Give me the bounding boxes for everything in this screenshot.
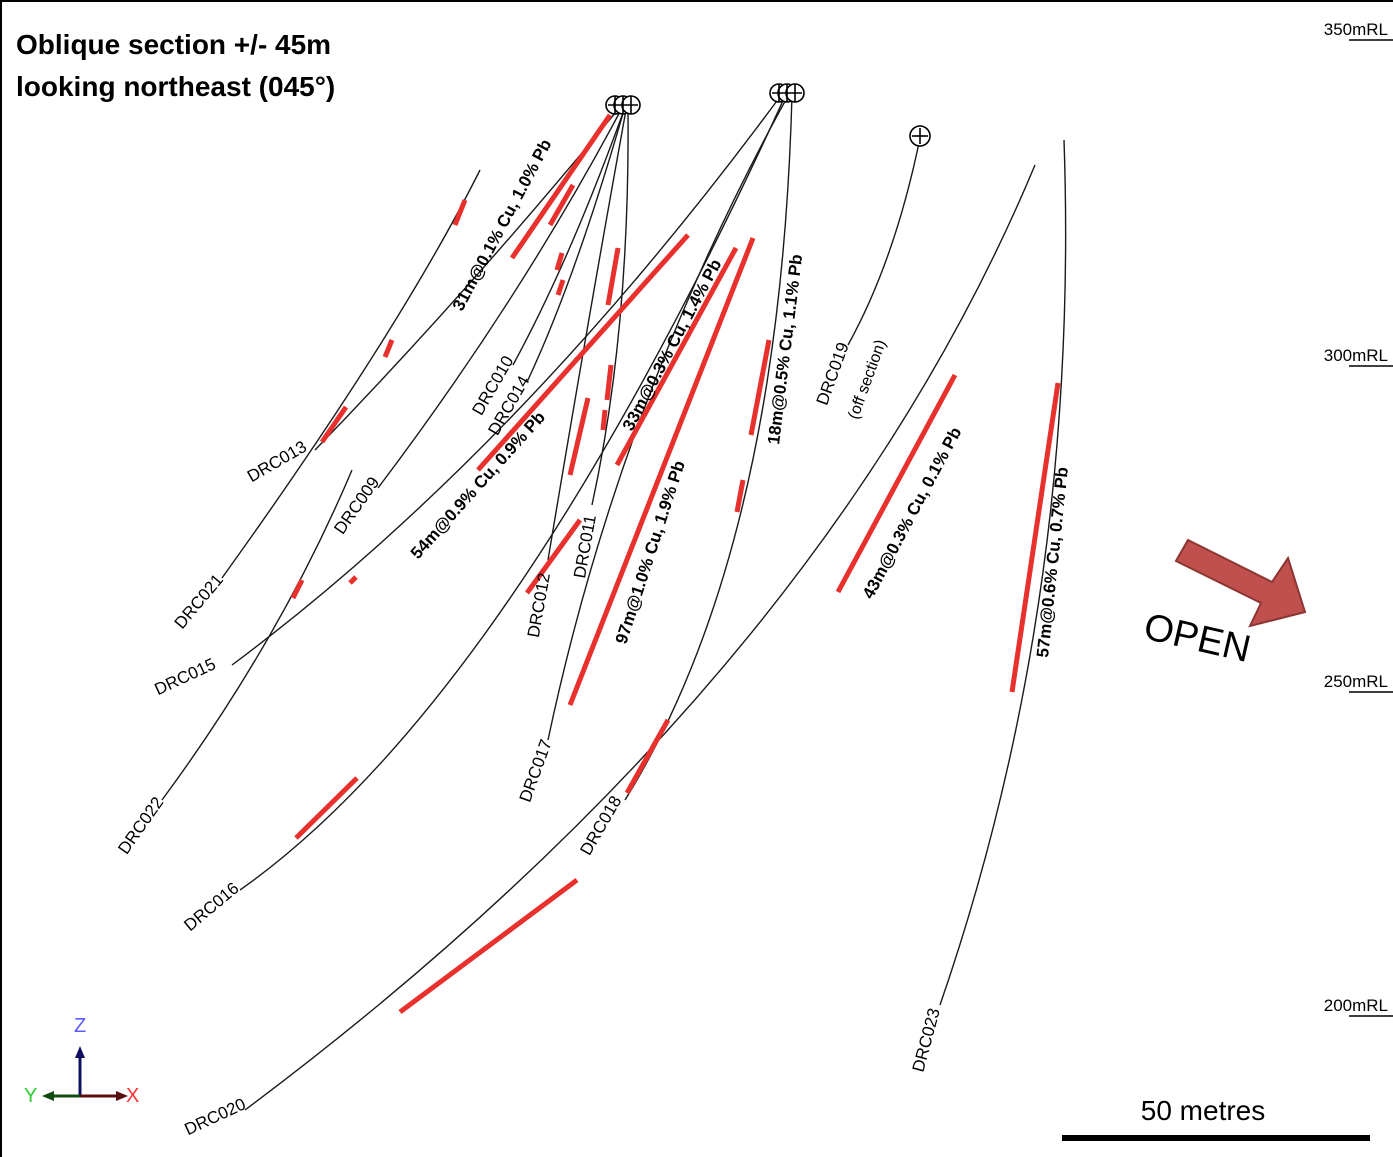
hole-label-drc017: DRC017	[516, 737, 556, 805]
trace-drc023	[939, 139, 1067, 1006]
hole-labels: DRC013 DRC021 DRC009 DRC015 DRC022 DRC01…	[114, 338, 944, 1140]
trace-drc011	[591, 109, 629, 506]
trace-drc019	[847, 137, 921, 346]
intercept-label-1: 31m@0.1% Cu, 1.0% Pb	[449, 136, 556, 314]
title-line-2: looking northeast (045°)	[16, 71, 336, 102]
intercept-drc015-a	[476, 233, 690, 472]
trace-drc009	[377, 107, 623, 489]
intercept-label-4: 97m@1.0% Cu, 1.9% Pb	[612, 458, 689, 646]
intercept-drc018-a	[748, 339, 772, 436]
intercept-drc013-a	[509, 113, 613, 260]
intercept-drc012-a	[605, 247, 621, 306]
intercept-drc010-a	[554, 252, 565, 271]
intercept-drc011-a	[604, 364, 614, 401]
trace-drc010	[512, 109, 625, 366]
hole-label-drc009: DRC009	[330, 473, 383, 537]
hole-label-drc023: DRC023	[909, 1006, 944, 1074]
intercept-drc021-a	[452, 199, 468, 226]
axis-y-label: Y	[24, 1085, 37, 1107]
intercept-drc015-b	[348, 575, 358, 585]
intercept-drc016-a	[614, 246, 739, 467]
intercept-drc018-b	[734, 479, 746, 513]
axis-z-label: Z	[74, 1015, 86, 1037]
intercepts	[290, 113, 1061, 1015]
intercept-drc009-a	[547, 183, 576, 227]
intercept-drc018-c	[624, 718, 671, 795]
intercept-drc022-a	[290, 578, 305, 600]
intercept-drc012-b	[567, 397, 591, 476]
hole-note-drc019: (off section)	[845, 338, 889, 422]
hole-label-drc015: DRC015	[152, 654, 219, 699]
trace-drc012	[547, 109, 627, 561]
intercept-drc016-c	[294, 776, 359, 840]
trace-drc014	[526, 109, 625, 383]
hole-label-drc019: DRC019	[813, 340, 853, 408]
trace-drc017	[547, 93, 790, 741]
rl-label-300: 300mRL	[1324, 346, 1388, 365]
collar-cluster-1-icon	[605, 95, 641, 115]
elevation-scale: 350mRL 300mRL 250mRL 200mRL	[1324, 20, 1393, 1017]
intercept-drc020-a	[835, 373, 958, 594]
rl-label-200: 200mRL	[1324, 996, 1388, 1015]
trace-drc018	[624, 93, 793, 801]
intercept-drc011-b	[600, 409, 608, 431]
hole-label-drc021: DRC021	[171, 570, 227, 632]
rl-label-350: 350mRL	[1324, 20, 1388, 39]
intercept-label-2: 54m@0.9% Cu, 0.9% Pb	[407, 408, 549, 563]
trace-drc016	[239, 93, 787, 891]
hole-label-drc022: DRC022	[114, 793, 167, 857]
collar-symbols	[605, 83, 931, 147]
axis-x-label: X	[126, 1085, 139, 1107]
intercept-drc016-b	[524, 518, 583, 595]
intercept-drc021-c	[319, 405, 349, 444]
intercept-label-5: 18m@0.5% Cu, 1.1% Pb	[764, 253, 806, 445]
open-label: OPEN	[1140, 606, 1254, 671]
orientation-axes-icon: Z Y X	[24, 1015, 139, 1107]
drill-traces	[161, 93, 1067, 1111]
intercept-drc017-a	[567, 237, 756, 706]
trace-drc015	[231, 93, 783, 666]
hole-label-drc012: DRC012	[524, 571, 554, 639]
rl-label-250: 250mRL	[1324, 672, 1388, 691]
intercept-drc023-a	[1009, 382, 1061, 693]
scale-bar-label: 50 metres	[1141, 1095, 1266, 1126]
intercept-drc014-a	[555, 279, 566, 296]
hole-label-drc013: DRC013	[244, 437, 310, 486]
title-line-1: Oblique section +/- 45m	[16, 29, 332, 60]
hole-label-drc020: DRC020	[182, 1094, 249, 1139]
trace-drc022	[161, 469, 353, 801]
hole-label-drc018: DRC018	[576, 793, 625, 859]
collar-drc019-icon	[909, 125, 931, 147]
intercept-drc021-b	[382, 339, 395, 358]
hole-label-drc016: DRC016	[180, 879, 242, 935]
open-arrow-icon	[1174, 538, 1307, 628]
trace-drc020	[244, 164, 1036, 1111]
intercept-drc020-b	[398, 877, 579, 1015]
section-title: Oblique section +/- 45m looking northeas…	[16, 24, 335, 108]
collar-cluster-2-icon	[769, 83, 805, 103]
